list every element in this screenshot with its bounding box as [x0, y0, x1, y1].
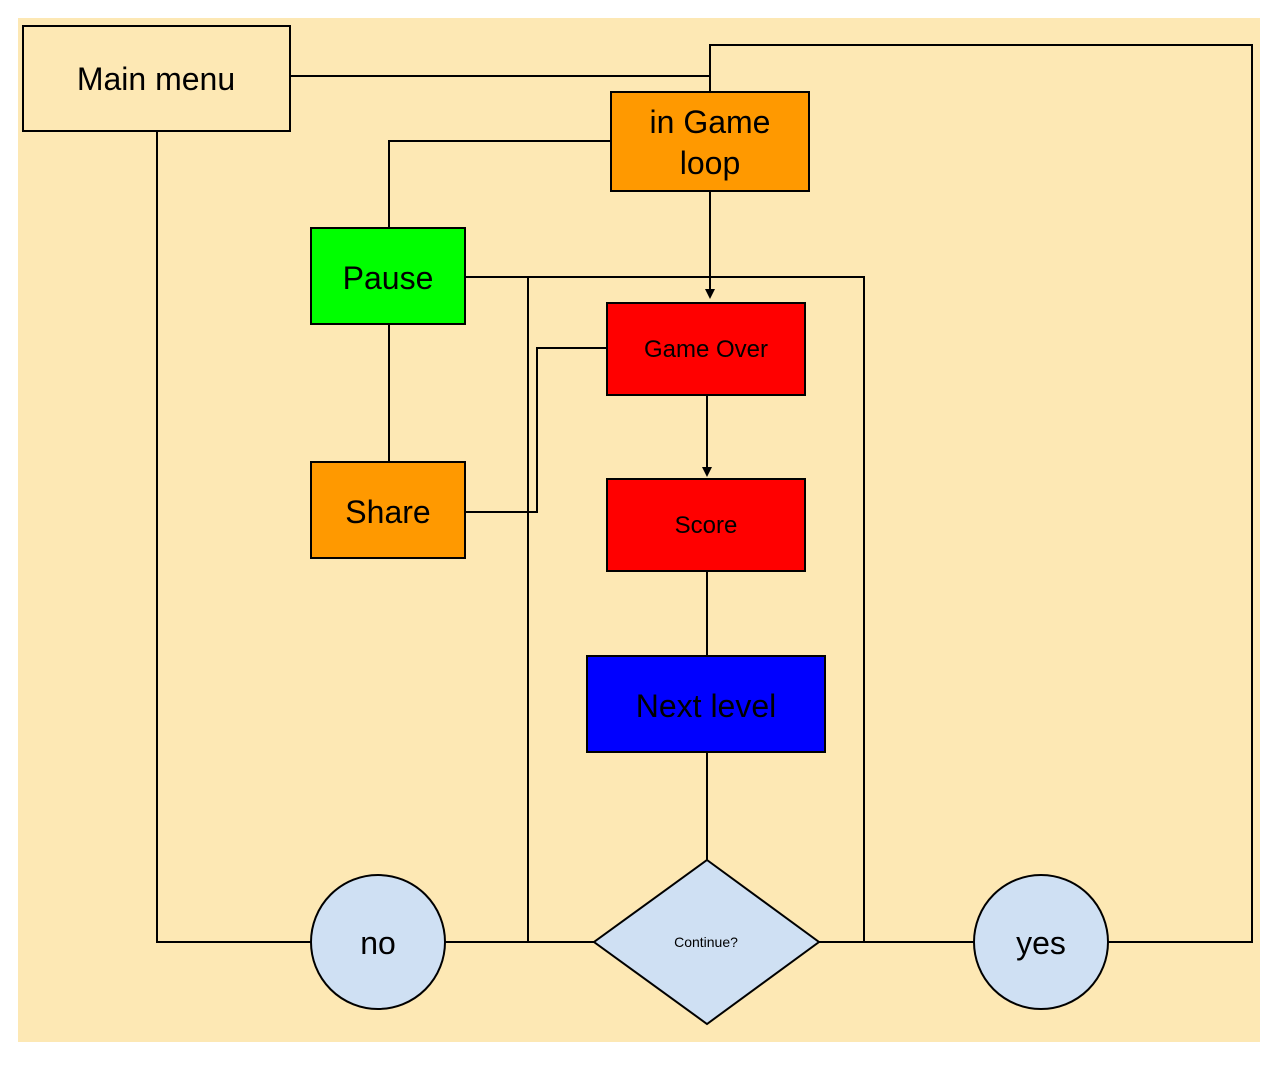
share-node: Share	[310, 461, 466, 559]
next-level-box	[586, 655, 826, 753]
next-level-node: Next level	[586, 655, 826, 753]
yes-circle	[973, 874, 1109, 1010]
edge-yes-to-in-game-loop	[709, 44, 1253, 943]
score-label: Score	[675, 512, 738, 539]
in-game-loop-label-line1: in Game	[650, 104, 771, 140]
in-game-loop-label-line2: loop	[680, 145, 741, 181]
continue-label: Continue?	[674, 934, 738, 950]
edge-in-game-loop-to-pause	[388, 140, 611, 228]
share-label: Share	[345, 494, 430, 530]
pause-label: Pause	[343, 260, 434, 296]
main-menu-label: Main menu	[77, 61, 235, 97]
game-over-node: Game Over	[606, 302, 806, 396]
score-box	[606, 478, 806, 572]
connectors	[156, 44, 1253, 943]
no-label: no	[360, 925, 396, 961]
game-over-label: Game Over	[644, 336, 768, 363]
edge-share-to-game-over	[465, 347, 607, 513]
next-level-label: Next level	[636, 688, 777, 724]
pause-node: Pause	[310, 227, 466, 325]
in-game-loop-node: in Game loop	[610, 91, 810, 192]
main-menu-node: Main menu	[22, 25, 291, 132]
no-circle	[310, 874, 446, 1010]
yes-label: yes	[1016, 925, 1066, 961]
game-over-box	[606, 302, 806, 396]
edge-pause-to-decision-right	[465, 276, 865, 942]
no-node: no	[310, 874, 446, 1010]
yes-node: yes	[973, 874, 1109, 1010]
continue-diamond	[592, 858, 821, 1026]
edge-main-menu-to-no	[156, 131, 312, 943]
continue-decision-node: Continue?	[592, 858, 821, 1026]
pause-box	[310, 227, 466, 325]
score-node: Score	[606, 478, 806, 572]
main-menu-box	[22, 25, 291, 132]
in-game-loop-box	[610, 91, 810, 192]
share-box	[310, 461, 466, 559]
